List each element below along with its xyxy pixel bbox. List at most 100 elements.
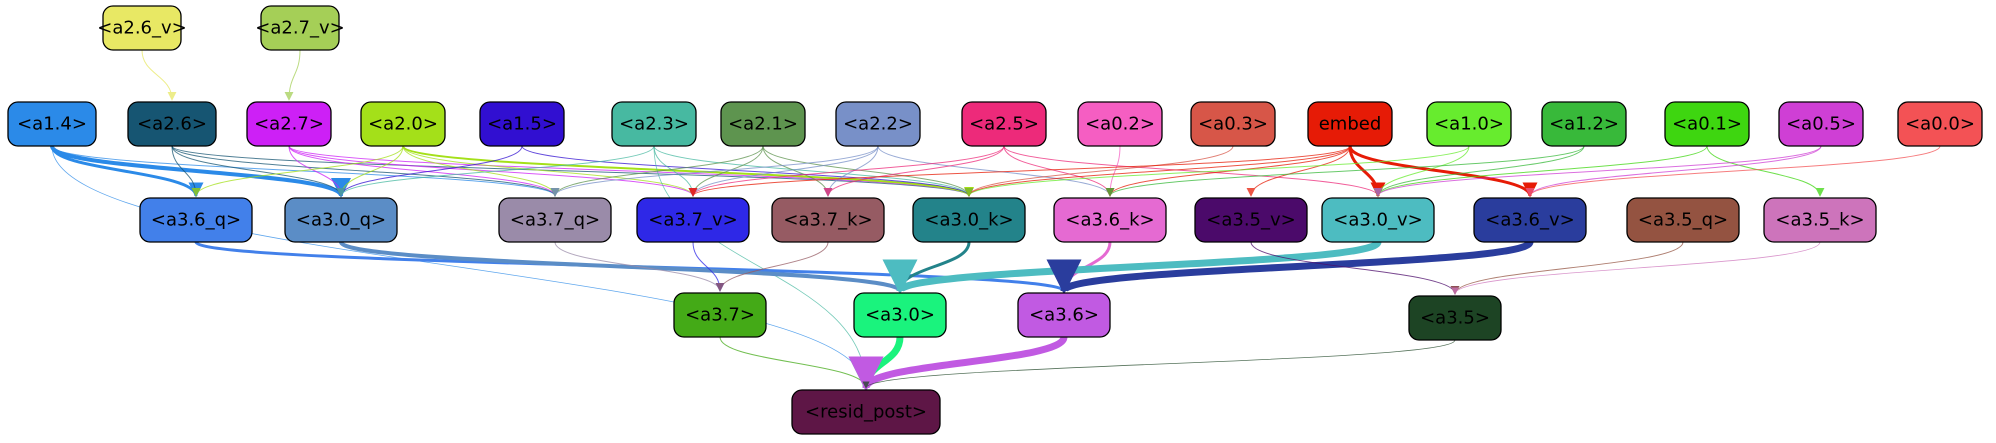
edge-a3_7_k-to-a3_7 (715, 241, 829, 292)
node-a3-6[interactable]: <a3.6> (1017, 292, 1111, 338)
node-a2-6-v[interactable]: <a2.6_v> (97, 5, 187, 51)
edge-a3_0_q-to-a3_0 (339, 240, 910, 293)
node-a3-7[interactable]: <a3.7> (673, 292, 767, 338)
node-a3-7-k[interactable]: <a3.7_k> (771, 197, 885, 243)
node-box (7, 101, 97, 147)
node-label: <a3.7_v> (648, 210, 737, 231)
node-resid-post[interactable]: <resid_post> (791, 389, 941, 435)
edge-a3_0_v-to-a3_0 (883, 238, 1382, 295)
node-a2-1[interactable]: <a2.1> (720, 101, 806, 147)
node-label: <resid_post> (805, 402, 927, 423)
node-a3-0-v[interactable]: <a3.0_v> (1321, 197, 1435, 243)
edge-a2_6-to-a3_7_q (171, 145, 560, 197)
node-a3-7-q[interactable]: <a3.7_q> (498, 197, 612, 243)
edge-a2_6_v-to-a2_6 (141, 49, 177, 101)
node-label: <a3.0_q> (296, 210, 386, 231)
node-box (1541, 101, 1627, 147)
node-a1-5[interactable]: <a1.5> (479, 101, 565, 147)
node-box (479, 101, 565, 147)
node-a1-2[interactable]: <a1.2> (1541, 101, 1627, 147)
node-a2-2[interactable]: <a2.2> (835, 101, 921, 147)
node-label: <a3.6> (1029, 305, 1099, 326)
node-box (1321, 197, 1435, 243)
node-label: <a2.6_v> (97, 18, 186, 39)
node-a3-5-k[interactable]: <a3.5_k> (1763, 197, 1877, 243)
edge-a2_2-to-a3_7_q (550, 145, 879, 197)
node-embed[interactable]: embed (1307, 101, 1393, 147)
node-label: <a2.6> (137, 114, 207, 135)
node-box (771, 197, 885, 243)
edge-a2_0-to-a3_6_q (191, 145, 404, 197)
node-a3-5-v[interactable]: <a3.5_v> (1194, 197, 1308, 243)
edge-a2_1-to-a3_7_k (762, 145, 833, 197)
node-label: <a3.0_v> (1333, 210, 1422, 231)
node-box (1190, 101, 1276, 147)
edge-a2_3-to-a3_0_q (336, 145, 655, 197)
edge-a1_4-to-resid_post (51, 145, 870, 389)
node-a3-7-v[interactable]: <a3.7_v> (636, 197, 750, 243)
node-box (1778, 101, 1864, 147)
node-a0-2[interactable]: <a0.2> (1077, 101, 1163, 147)
node-label: <a2.7_v> (255, 18, 344, 39)
node-box (1426, 101, 1512, 147)
node-label: <a1.2> (1549, 114, 1619, 135)
node-label: <a2.7> (254, 114, 324, 135)
node-box (1664, 101, 1750, 147)
node-a3-6-q[interactable]: <a3.6_q> (139, 197, 253, 243)
node-a0-0[interactable]: <a0.0> (1897, 101, 1983, 147)
node-a1-4[interactable]: <a1.4> (7, 101, 97, 147)
node-a3-0[interactable]: <a3.0> (853, 292, 947, 338)
node-a3-6-v[interactable]: <a3.6_v> (1473, 197, 1587, 243)
edge-a0_0-to-a3_6_v (1525, 145, 1941, 197)
node-a2-6[interactable]: <a2.6> (127, 101, 217, 147)
edge-a1_5-to-a3_0_k (521, 145, 974, 197)
node-a0-5[interactable]: <a0.5> (1778, 101, 1864, 147)
node-label: <a3.5_q> (1638, 210, 1728, 231)
edge-a2_1-to-a3_0_k (762, 145, 974, 197)
node-a3-0-k[interactable]: <a3.0_k> (912, 197, 1026, 243)
edge-embed-to-a3_6_v (1348, 145, 1538, 198)
node-label: <a2.5> (969, 114, 1039, 135)
node-a2-7-v[interactable]: <a2.7_v> (255, 5, 345, 51)
edge-a2_6-to-a3_0_q (171, 145, 346, 197)
node-box (360, 101, 446, 147)
node-label: <a3.6_v> (1485, 210, 1574, 231)
node-a3-0-q[interactable]: <a3.0_q> (284, 197, 398, 243)
node-label: <a0.0> (1905, 114, 1975, 135)
edge-a1_4-to-a3_0_q (50, 145, 351, 198)
node-box (1053, 197, 1167, 243)
node-a3-6-k[interactable]: <a3.6_k> (1053, 197, 1167, 243)
node-box (102, 5, 182, 51)
node-a2-5[interactable]: <a2.5> (961, 101, 1047, 147)
edge-a1_2-to-a3_6_k (1105, 145, 1585, 197)
node-label: <a2.3> (619, 114, 689, 135)
node-a0-3[interactable]: <a0.3> (1190, 101, 1276, 147)
edge-a3_7_v-to-a3_7 (692, 241, 725, 292)
node-box (1473, 197, 1587, 243)
edge-a2_3-to-resid_post (653, 145, 870, 389)
edge-a1_2-to-a3_0_v (1373, 145, 1585, 197)
node-a3-5-q[interactable]: <a3.5_q> (1626, 197, 1740, 243)
node-a2-3[interactable]: <a2.3> (611, 101, 697, 147)
edge-embed-to-a3_7_v (688, 145, 1351, 197)
node-box (835, 101, 921, 147)
node-a2-0[interactable]: <a2.0> (360, 101, 446, 147)
node-box (1408, 295, 1502, 341)
edge-a2_7-to-a3_7_q (288, 145, 560, 197)
edge-embed-to-a3_6_k (1105, 145, 1351, 197)
node-a3-5[interactable]: <a3.5> (1408, 295, 1502, 341)
node-label: <a1.4> (17, 114, 87, 135)
node-a2-7[interactable]: <a2.7> (246, 101, 332, 147)
node-a0-1[interactable]: <a0.1> (1664, 101, 1750, 147)
node-box (246, 101, 332, 147)
edge-a3_6-to-resid_post (848, 335, 1068, 392)
edge-a2_5-to-a3_7_k (823, 145, 1005, 197)
edge-a1_5-to-a3_0_q (336, 145, 523, 197)
node-box (284, 197, 398, 243)
node-label: <a1.0> (1434, 114, 1504, 135)
node-label: <a1.5> (487, 114, 557, 135)
node-a1-0[interactable]: <a1.0> (1426, 101, 1512, 147)
node-box (611, 101, 697, 147)
edge-embed-to-a3_0_k (964, 145, 1351, 197)
